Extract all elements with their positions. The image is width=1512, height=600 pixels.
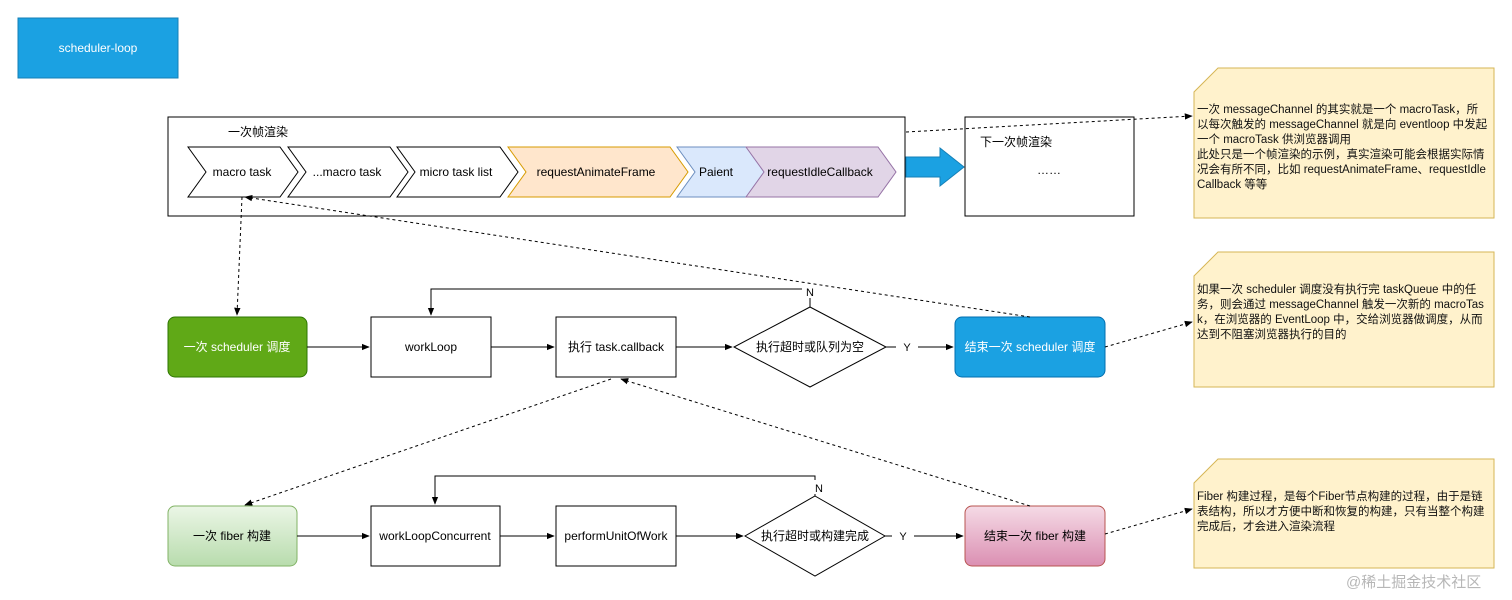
fiber-yes-label: Y [899, 531, 907, 543]
scheduler-yes-label: Y [903, 342, 911, 354]
scheduler-end-node[interactable]: 结束一次 scheduler 调度 [954, 316, 1106, 378]
fiber-start-label: 一次 fiber 构建 [193, 528, 271, 543]
fiber-decision-label: 执行超时或构建完成 [761, 528, 869, 543]
step-label: micro task list [420, 165, 493, 179]
fiber-decision-node[interactable]: 执行超时或构建完成 [743, 495, 887, 577]
dashed-connectors [234, 113, 1193, 535]
step-request-animate-frame[interactable]: requestAnimateFrame [507, 146, 689, 198]
workloop-concurrent-node[interactable]: workLoopConcurrent [370, 505, 501, 567]
step-label: macro task [213, 165, 273, 179]
workloop-label: workLoop [404, 340, 457, 354]
note-box-2[interactable] [1193, 251, 1495, 388]
step-macro-task[interactable]: macro task [187, 146, 299, 198]
step-label: requestAnimateFrame [537, 165, 656, 179]
note-text-2: 如果一次 scheduler 调度没有执行完 taskQueue 中的任务，则会… [1197, 284, 1484, 341]
next-frame-box[interactable]: 下一次帧渲染 …… [964, 116, 1135, 217]
note-text-1: 一次 messageChannel 的其实就是一个 macroTask，所以每次… [1197, 104, 1488, 191]
workloop-node[interactable]: workLoop [370, 316, 492, 378]
frame-label: 一次帧渲染 [228, 124, 288, 139]
scheduler-no-label: N [806, 287, 814, 299]
step-label: ...macro task [313, 165, 383, 179]
perform-unit-node[interactable]: performUnitOfWork [555, 505, 677, 567]
note-text-3: Fiber 构建过程，是每个Fiber节点构建的过程，由于是链表结构，所以才方便… [1197, 491, 1485, 533]
title-box[interactable]: scheduler-loop [17, 17, 179, 79]
scheduler-decision-node[interactable]: 执行超时或队列为空 [732, 306, 888, 388]
next-frame-ellipsis: …… [1037, 163, 1061, 177]
fiber-no-label: N [815, 483, 823, 495]
step-request-idle-callback[interactable]: requestIdleCallback [745, 146, 897, 198]
step-more-macro-task[interactable]: ...macro task [287, 146, 409, 198]
scheduler-no-bg [802, 284, 818, 298]
fiber-end-label: 结束一次 fiber 构建 [984, 528, 1086, 543]
scheduler-end-label: 结束一次 scheduler 调度 [965, 339, 1096, 354]
exec-callback-label: 执行 task.callback [568, 340, 665, 354]
scheduler-start-label: 一次 scheduler 调度 [184, 339, 291, 354]
scheduler-decision-label: 执行超时或队列为空 [756, 339, 864, 354]
fiber-yes-bg [892, 529, 914, 543]
title-text: scheduler-loop [59, 41, 138, 55]
workloop-concurrent-label: workLoopConcurrent [378, 529, 491, 543]
note-box-3[interactable] [1193, 458, 1495, 569]
step-label: requestIdleCallback [767, 165, 873, 179]
step-paient[interactable]: Paient [676, 146, 767, 198]
next-frame-label: 下一次帧渲染 [980, 134, 1052, 149]
note-box-1[interactable] [1193, 67, 1495, 219]
fiber-start-node[interactable]: 一次 fiber 构建 [167, 505, 298, 567]
scheduler-yes-bg [896, 340, 918, 354]
step-micro-task-list[interactable]: micro task list [396, 146, 519, 198]
scheduler-start-node[interactable]: 一次 scheduler 调度 [167, 316, 308, 378]
watermark-text: @稀土掘金技术社区 [1346, 574, 1482, 591]
exec-callback-node[interactable]: 执行 task.callback [555, 316, 677, 378]
next-frame-arrow [905, 146, 965, 188]
fiber-no-bg [811, 480, 827, 494]
fiber-end-node[interactable]: 结束一次 fiber 构建 [964, 505, 1106, 567]
perform-unit-label: performUnitOfWork [564, 529, 668, 543]
step-label: Paient [699, 165, 734, 179]
